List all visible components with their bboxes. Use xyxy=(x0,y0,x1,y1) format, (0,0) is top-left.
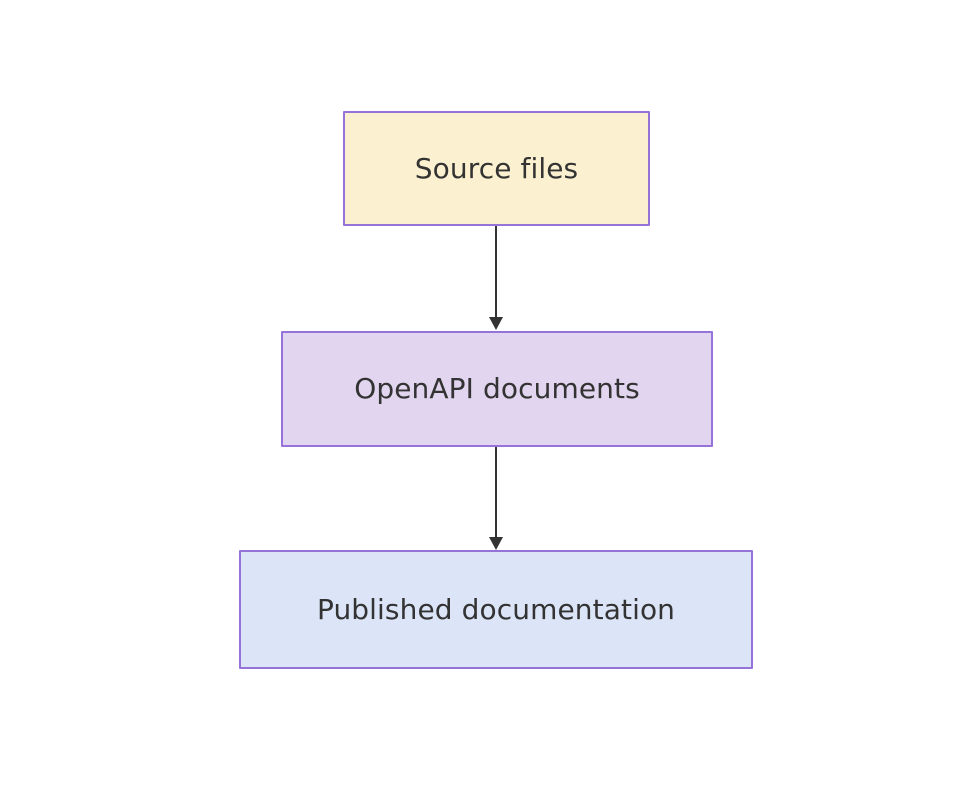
flow-node-source[interactable]: Source files xyxy=(343,111,650,226)
flow-node-published-label: Published documentation xyxy=(316,592,676,626)
arrowhead-icon xyxy=(489,317,503,330)
edge-source-to-openapi xyxy=(489,226,503,330)
edge-openapi-to-published xyxy=(489,447,503,550)
flow-node-openapi[interactable]: OpenAPI documents xyxy=(281,331,713,447)
flow-node-published[interactable]: Published documentation xyxy=(239,550,753,669)
flow-node-openapi-label: OpenAPI documents xyxy=(354,372,640,406)
flow-node-source-label: Source files xyxy=(414,151,579,185)
arrowhead-icon xyxy=(489,537,503,550)
